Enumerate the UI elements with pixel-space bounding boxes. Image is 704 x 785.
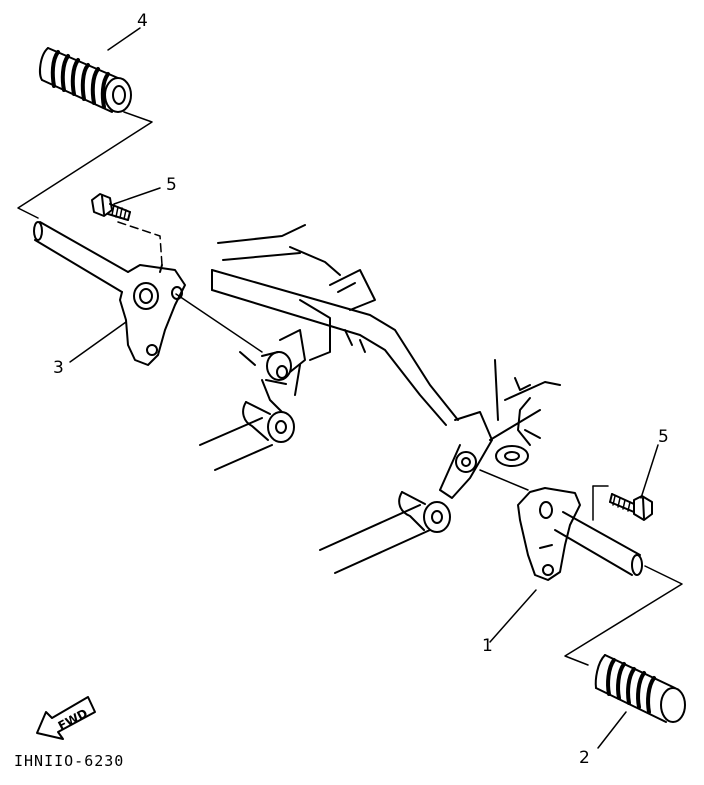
callout-part-5-right: 5 <box>658 427 669 447</box>
bolt-upper-left <box>91 193 131 221</box>
alignment-lines <box>17 111 683 666</box>
callout-leaders <box>69 27 659 749</box>
bolt-right <box>609 493 653 521</box>
callout-part-3: 3 <box>53 358 64 378</box>
callout-part-1: 1 <box>482 636 493 656</box>
callout-part-5-upper: 5 <box>166 175 177 195</box>
frame-bushings <box>242 351 529 533</box>
left-footrest-bracket <box>33 221 186 366</box>
footrest-rubber-lower-right <box>594 654 686 723</box>
fwd-label: FWD <box>56 706 90 733</box>
callout-part-2: 2 <box>579 748 590 768</box>
callout-part-4: 4 <box>137 11 148 31</box>
frame-structure <box>199 224 561 574</box>
diagram-code: IHNIIO-6230 <box>14 752 125 770</box>
fwd-arrow: FWD <box>36 696 96 740</box>
right-footrest-bracket <box>517 487 643 581</box>
footrest-rubber-upper-left <box>39 47 132 113</box>
